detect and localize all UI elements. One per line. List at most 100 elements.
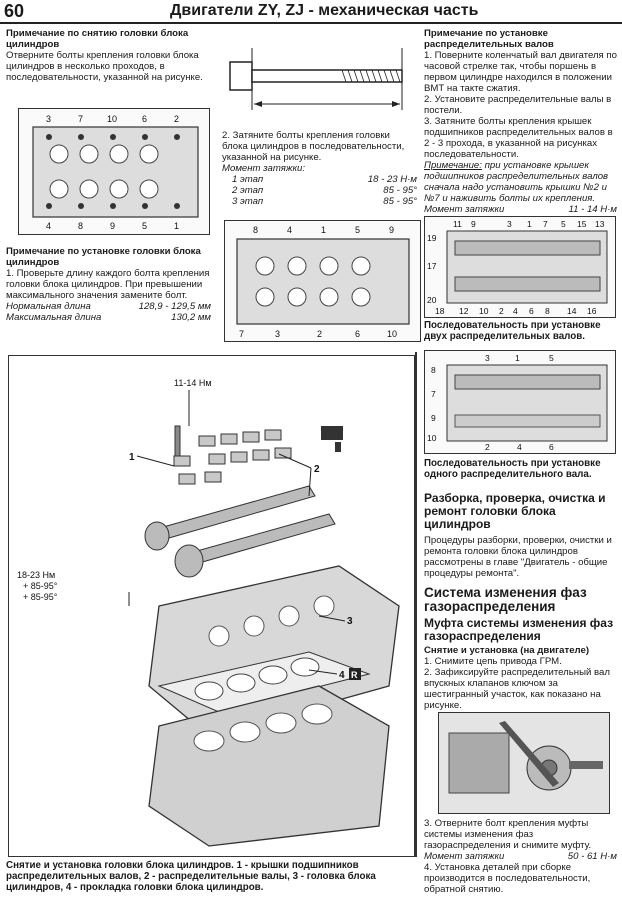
seq-label: 5	[355, 225, 360, 235]
seq-label: 7	[78, 114, 83, 124]
vvt-heading: Система изменения фаз газораспределения	[424, 585, 587, 614]
torque-heading: Момент затяжки:	[222, 163, 306, 174]
seq-label: 7	[431, 389, 436, 399]
one-cam-figure: 3 1 5 8 7 9 10 2 4 6	[424, 350, 616, 454]
seq-label: 2	[499, 306, 504, 316]
seq-label: 4	[287, 225, 292, 235]
seq-label: 6	[529, 306, 534, 316]
vvt-torque-row: Момент затяжки 50 - 61 Н·м	[424, 851, 617, 862]
tighten-item2: 2. Затяните болты крепления головки блок…	[222, 130, 405, 163]
stage2-label: 2 этап	[232, 185, 264, 196]
stage1-label: 1 этап	[232, 174, 264, 185]
seq-label: 4	[517, 442, 522, 452]
seq-label: 8	[545, 306, 550, 316]
seq-label: 3	[275, 329, 280, 339]
seq-label: 4	[513, 306, 518, 316]
seq-label: 2	[485, 442, 490, 452]
vvt-item2: 2. Зафиксируйте распределительный вал вп…	[424, 667, 610, 711]
camshaft-torque-row: Момент затяжки 11 - 14 Н·м	[424, 204, 617, 215]
column-divider	[415, 352, 417, 857]
repair-section: Разборка, проверка, очистка и ремонт гол…	[424, 491, 617, 580]
vvt-item3: 3. Отверните болт крепления муфты систем…	[424, 818, 592, 851]
install-note-heading: Примечание по установке головки блока ци…	[6, 246, 201, 268]
note-label: Примечание:	[424, 160, 482, 171]
vvt-item1: 1. Снимите цепь привода ГРМ.	[424, 656, 562, 667]
removal-note-heading: Примечание по снятию головки блока цилин…	[6, 28, 189, 50]
stage2-row: 2 этап 85 - 95°	[222, 185, 417, 196]
vvt-wrench-figure	[438, 712, 610, 814]
stage1-value: 18 - 23 Н·м	[367, 174, 417, 185]
seq-label: 12	[459, 306, 469, 316]
seq-label: 5	[142, 221, 147, 231]
repair-text: Процедуры разборки, проверки, очистки и …	[424, 535, 612, 579]
seq-label: 3	[485, 353, 490, 363]
install-note: Примечание по установке головки блока ци…	[6, 246, 211, 323]
normal-length-label: Нормальная длина	[6, 301, 91, 312]
seq-label: 5	[549, 353, 554, 363]
callout-4: 4	[339, 670, 345, 681]
seq-label: 9	[110, 221, 115, 231]
seq-label: 10	[107, 114, 117, 124]
seq-label: 18	[435, 306, 445, 316]
cylinder-head-install-view: 8 4 1 5 9 7 3 2 6 10	[236, 225, 410, 339]
repair-heading: Разборка, проверка, очистка и ремонт гол…	[424, 491, 606, 531]
exploded-caption: Снятие и установка головки блока цилиндр…	[6, 860, 376, 893]
seq-label: 6	[549, 442, 554, 452]
callout-3: 3	[347, 616, 353, 627]
vvt-section: Система изменения фаз газораспределения …	[424, 585, 617, 712]
seq-label: 2	[317, 329, 322, 339]
bolt-icon	[229, 48, 403, 110]
two-cam-caption: Последовательность при установке двух ра…	[424, 320, 601, 342]
camshaft-wrench-icon	[448, 721, 603, 794]
seq-label: 10	[479, 306, 489, 316]
seq-label: 3	[46, 114, 51, 124]
seq-label: 9	[471, 219, 476, 229]
seq-label: 1	[321, 225, 326, 235]
removal-note: Примечание по снятию головки блока цилин…	[6, 28, 211, 83]
vvt-torque-value: 50 - 61 Н·м	[567, 851, 617, 862]
seq-label: 9	[431, 413, 436, 423]
head-removal-figure: 3 7 10 6 2 4 8 9 5 1	[18, 108, 210, 235]
r-badge: R	[351, 670, 358, 680]
torque-callout-2b: + 85-95°	[23, 581, 58, 591]
seq-label: 3	[507, 219, 512, 229]
exploded-view-figure: 11-14 Нм 18-23 Нм + 85-95° + 85-95°	[8, 355, 415, 857]
bolt-tighten-section: 2. Затяните болты крепления головки блок…	[222, 130, 417, 207]
single-camshaft-view: 3 1 5 8 7 9 10 2 4 6	[427, 353, 608, 452]
seq-label: 14	[567, 306, 577, 316]
vvt-item4: 4. Установка деталей при сборке производ…	[424, 862, 591, 895]
wrench-icon	[321, 426, 343, 452]
stage2-value: 85 - 95°	[383, 185, 417, 196]
seq-label: 8	[431, 365, 436, 375]
two-camshaft-view: 11 9 3 1 7 5 15 13 19 17 20 18 12 10 2 4…	[427, 219, 608, 316]
r-badge-box	[349, 668, 361, 680]
cylinder-head-exploded-drawing: 11-14 Нм 18-23 Нм + 85-95° + 85-95°	[17, 378, 400, 847]
callout-1: 1	[129, 452, 135, 463]
seq-label: 10	[427, 433, 437, 443]
seq-label: 2	[174, 114, 179, 124]
camshaft-item3: 3. Затяните болты крепления крышек подши…	[424, 116, 613, 160]
camshaft-torque-label: Момент затяжки	[424, 204, 505, 215]
stage1-row: 1 этап 18 - 23 Н·м	[222, 174, 417, 185]
torque-callout-2c: + 85-95°	[23, 592, 58, 602]
torque-callout-1: 11-14 Нм	[174, 378, 212, 388]
camshaft-item1: 1. Поверните коленчатый вал двигателя по…	[424, 50, 617, 94]
install-note-item1: 1. Проверьте длину каждого болта креплен…	[6, 268, 210, 301]
max-length-row: Максимальная длина 130,2 мм	[6, 312, 211, 323]
seq-label: 9	[389, 225, 394, 235]
seq-label: 8	[78, 221, 83, 231]
seq-label: 20	[427, 295, 437, 305]
callout-2: 2	[314, 464, 320, 475]
page-title: Двигатели ZY, ZJ - механическая часть	[170, 2, 479, 19]
vvt-subheading: Муфта системы изменения фаз газораспреде…	[424, 616, 614, 643]
vvt-torque-label: Момент затяжки	[424, 851, 505, 862]
camshaft-note: Примечание по установке распределительны…	[424, 28, 617, 215]
max-length-label: Максимальная длина	[6, 312, 102, 323]
two-cam-figure: 11 9 3 1 7 5 15 13 19 17 20 18 12 10 2 4…	[424, 216, 616, 318]
seq-label: 1	[174, 221, 179, 231]
note-body: при установке крышек подшипников распред…	[424, 160, 609, 204]
seq-label: 11	[453, 219, 462, 229]
seq-label: 1	[515, 353, 520, 363]
removal-note-text: Отверните болты крепления головки блока …	[6, 50, 203, 83]
vvt-final-steps: 3. Отверните болт крепления муфты систем…	[424, 818, 617, 895]
